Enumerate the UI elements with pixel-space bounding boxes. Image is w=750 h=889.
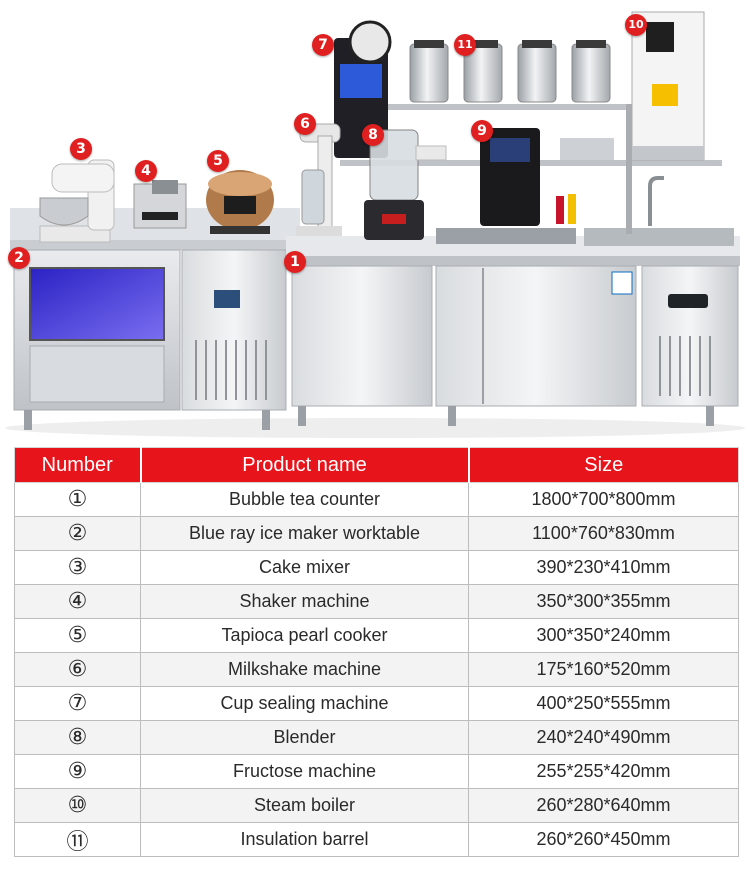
spec-table: Number Product name Size ① Bubble tea co… bbox=[14, 447, 739, 857]
row-number: ⑪ bbox=[14, 822, 141, 857]
table-row: ① Bubble tea counter 1800*700*800mm bbox=[14, 482, 739, 517]
marker-6: 6 bbox=[294, 113, 316, 135]
row-size: 240*240*490mm bbox=[468, 720, 739, 755]
table-row: ③ Cake mixer 390*230*410mm bbox=[14, 550, 739, 585]
table-header-row: Number Product name Size bbox=[14, 447, 739, 483]
row-size: 255*255*420mm bbox=[468, 754, 739, 789]
table-row: ② Blue ray ice maker worktable 1100*760*… bbox=[14, 516, 739, 551]
row-size: 300*350*240mm bbox=[468, 618, 739, 653]
row-product-name: Insulation barrel bbox=[140, 822, 469, 857]
equipment-drawing bbox=[5, 11, 745, 438]
row-number: ⑧ bbox=[14, 720, 141, 755]
row-product-name: Cup sealing machine bbox=[140, 686, 469, 721]
header-number: Number bbox=[14, 447, 142, 483]
row-number: ⑦ bbox=[14, 686, 141, 721]
row-product-name: Bubble tea counter bbox=[140, 482, 469, 517]
row-number: ① bbox=[14, 482, 141, 517]
row-size: 390*230*410mm bbox=[468, 550, 739, 585]
table-row: ⑥ Milkshake machine 175*160*520mm bbox=[14, 652, 739, 687]
marker-4: 4 bbox=[135, 160, 157, 182]
table-row: ⑪ Insulation barrel 260*260*450mm bbox=[14, 822, 739, 857]
marker-10: 10 bbox=[625, 14, 647, 36]
row-size: 350*300*355mm bbox=[468, 584, 739, 619]
table-row: ⑦ Cup sealing machine 400*250*555mm bbox=[14, 686, 739, 721]
row-product-name: Blue ray ice maker worktable bbox=[140, 516, 469, 551]
marker-9: 9 bbox=[471, 120, 493, 142]
marker-11: 11 bbox=[454, 34, 476, 56]
row-product-name: Shaker machine bbox=[140, 584, 469, 619]
row-number: ⑩ bbox=[14, 788, 141, 823]
row-product-name: Steam boiler bbox=[140, 788, 469, 823]
row-product-name: Fructose machine bbox=[140, 754, 469, 789]
row-number: ⑥ bbox=[14, 652, 141, 687]
table-row: ⑨ Fructose machine 255*255*420mm bbox=[14, 754, 739, 789]
table-row: ⑩ Steam boiler 260*280*640mm bbox=[14, 788, 739, 823]
table-row: ④ Shaker machine 350*300*355mm bbox=[14, 584, 739, 619]
marker-2: 2 bbox=[8, 247, 30, 269]
row-number: ⑤ bbox=[14, 618, 141, 653]
marker-1: 1 bbox=[284, 251, 306, 273]
marker-5: 5 bbox=[207, 150, 229, 172]
header-product-name: Product name bbox=[140, 447, 470, 483]
header-size: Size bbox=[468, 447, 739, 483]
row-size: 260*260*450mm bbox=[468, 822, 739, 857]
row-product-name: Cake mixer bbox=[140, 550, 469, 585]
table-row: ⑤ Tapioca pearl cooker 300*350*240mm bbox=[14, 618, 739, 653]
row-product-name: Milkshake machine bbox=[140, 652, 469, 687]
product-illustration: 1 2 3 4 5 6 7 8 9 10 11 bbox=[0, 0, 750, 440]
row-product-name: Blender bbox=[140, 720, 469, 755]
row-size: 175*160*520mm bbox=[468, 652, 739, 687]
row-number: ④ bbox=[14, 584, 141, 619]
row-size: 1100*760*830mm bbox=[468, 516, 739, 551]
marker-8: 8 bbox=[362, 124, 384, 146]
row-number: ② bbox=[14, 516, 141, 551]
row-size: 260*280*640mm bbox=[468, 788, 739, 823]
table-row: ⑧ Blender 240*240*490mm bbox=[14, 720, 739, 755]
row-size: 1800*700*800mm bbox=[468, 482, 739, 517]
marker-3: 3 bbox=[70, 138, 92, 160]
row-product-name: Tapioca pearl cooker bbox=[140, 618, 469, 653]
row-number: ⑨ bbox=[14, 754, 141, 789]
row-size: 400*250*555mm bbox=[468, 686, 739, 721]
row-number: ③ bbox=[14, 550, 141, 585]
marker-7: 7 bbox=[312, 34, 334, 56]
